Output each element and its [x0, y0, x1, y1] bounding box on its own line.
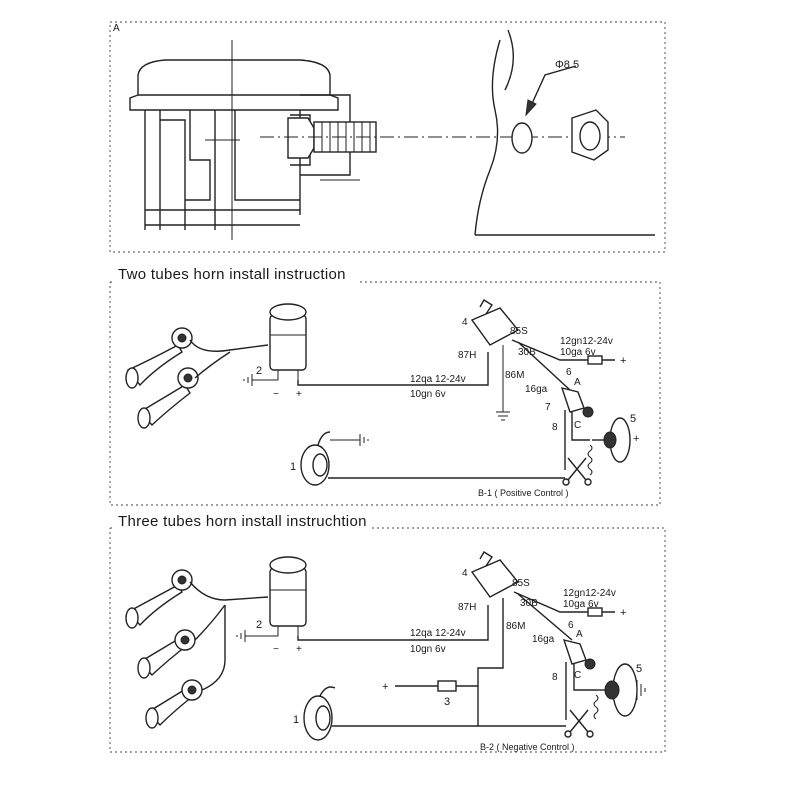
- spring-icon: [587, 444, 593, 476]
- wire-main-b-label: 10gn 6v: [410, 389, 446, 400]
- horn-trumpet-icon: [125, 569, 193, 629]
- panel-b2-caption: B-2 ( Negative Control ): [480, 742, 575, 752]
- panel-a-label: A: [113, 23, 120, 34]
- part-2-label: 2: [256, 619, 262, 631]
- wire-main-b-label: 10gn 6v: [410, 644, 446, 655]
- relay-icon: [470, 551, 520, 598]
- steering-wheel-icon: [596, 663, 638, 717]
- part-1-label: 1: [290, 461, 296, 473]
- panel-b2: Three tubes horn install instruchtion: [109, 513, 666, 753]
- relay-pin-86m-label: 86M: [505, 370, 524, 381]
- plus-terminal-label: +: [296, 644, 302, 655]
- part-a-label: A: [574, 377, 581, 388]
- wire-switch-label: 16ga: [532, 634, 555, 645]
- ground-icon: [330, 434, 369, 446]
- disc-horn-icon: [300, 431, 331, 486]
- horn-trumpet-icon: [137, 629, 196, 679]
- ground-icon: [236, 630, 278, 642]
- relay-pin-4-label: 4: [462, 568, 468, 579]
- horn-trumpet-icon: [125, 327, 193, 389]
- relay-pin-85s-label: 85S: [510, 326, 528, 337]
- plus-wheel-label: +: [633, 433, 639, 445]
- air-compressor-icon: [269, 556, 307, 636]
- horn-switch-icon: [562, 639, 596, 670]
- panel-b1-caption: B-1 ( Positive Control ): [478, 488, 569, 498]
- wire-supply-b-label: 10ga 6v: [560, 347, 596, 358]
- wire-switch-label: 16ga: [525, 384, 548, 395]
- panel-b2-title: Three tubes horn install instruchtion: [118, 513, 367, 530]
- relay-pin-87h-label: 87H: [458, 602, 476, 613]
- part-6-label: 6: [568, 620, 574, 631]
- ground-icon: [243, 374, 278, 386]
- part-a-label: A: [576, 629, 583, 640]
- part-c-label: C: [574, 670, 581, 681]
- plus-input-label: +: [382, 681, 388, 693]
- horn-switch-icon: [560, 387, 594, 418]
- relay-pin-4-label: 4: [462, 317, 468, 328]
- horn-trumpet-icon: [145, 679, 203, 729]
- panel-a-border: [109, 21, 666, 253]
- mounting-plate-drawing: Φ8.5: [474, 29, 655, 236]
- minus-terminal-label: −: [273, 644, 279, 655]
- plus-terminal-label: +: [296, 389, 302, 400]
- horn-trumpet-icon: [137, 367, 199, 429]
- hole-dimension: Φ8.5: [555, 59, 579, 71]
- scissors-icon: [564, 709, 594, 738]
- part-3-label: 3: [444, 696, 450, 708]
- ground-icon: [496, 345, 510, 421]
- panel-b1: Two tubes horn install instruction 2 − +: [109, 266, 661, 506]
- relay-pin-85s-label: 85S: [512, 578, 530, 589]
- horn-mount-drawing: [129, 40, 625, 240]
- relay-pin-86m-label: 86M: [506, 621, 525, 632]
- disc-horn-icon: [303, 686, 336, 741]
- panel-b1-title: Two tubes horn install instruction: [118, 266, 346, 283]
- steering-wheel-icon: [592, 417, 631, 463]
- relay-icon: [470, 299, 520, 346]
- part-7-label: 7: [545, 402, 551, 413]
- relay-pin-30b-label: 30B: [518, 347, 536, 358]
- panel-b1-border: [109, 281, 661, 506]
- part-c-label: C: [574, 420, 581, 431]
- part-8-label: 8: [552, 672, 558, 683]
- panel-a: A: [109, 21, 666, 253]
- fuse-icon: [587, 355, 603, 365]
- plus-supply-label: +: [620, 355, 626, 367]
- wire-main-a-label: 12qa 12-24v: [410, 374, 466, 385]
- ground-icon: [636, 680, 646, 700]
- wire-supply-a-label: 12gn12-24v: [560, 336, 613, 347]
- part-6-label: 6: [566, 367, 572, 378]
- hole-icon: [511, 122, 533, 154]
- spring-icon: [593, 694, 599, 720]
- scissors-icon: [562, 457, 592, 486]
- part-8-label: 8: [552, 422, 558, 433]
- relay-pin-87h-label: 87H: [458, 350, 476, 361]
- fuse-icon: [587, 607, 603, 617]
- part-5-label: 5: [630, 413, 636, 425]
- part-1-label: 1: [293, 714, 299, 726]
- minus-terminal-label: −: [273, 389, 279, 400]
- wire-supply-a-label: 12gn12-24v: [563, 588, 616, 599]
- air-compressor-icon: [269, 303, 307, 380]
- panel-b2-border: [109, 527, 666, 753]
- wire-supply-b-label: 10ga 6v: [563, 599, 599, 610]
- connector-icon: [437, 680, 457, 692]
- wire-main-a-label: 12qa 12-24v: [410, 628, 466, 639]
- part-5-label: 5: [636, 663, 642, 675]
- plus-supply-label: +: [620, 607, 626, 619]
- part-2-label: 2: [256, 365, 262, 377]
